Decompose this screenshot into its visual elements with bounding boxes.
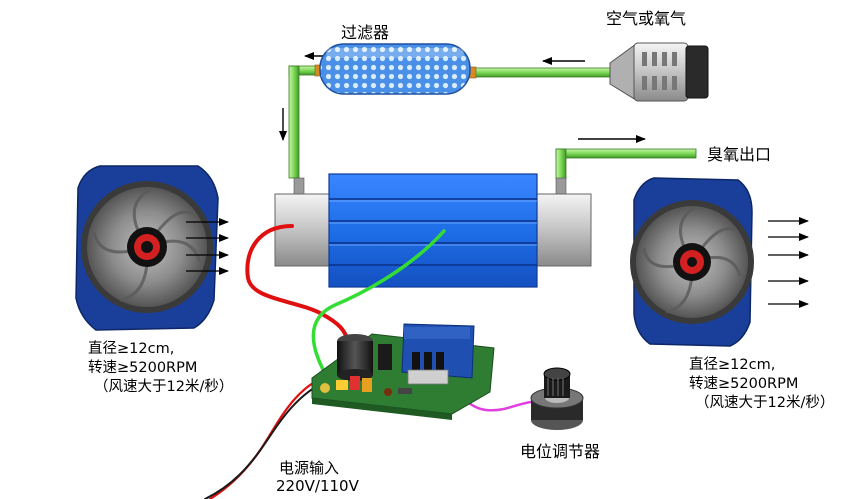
air-filter xyxy=(319,43,471,95)
flow-arrows xyxy=(279,52,646,143)
potentiometer-label: 电位调节器 xyxy=(520,442,601,461)
right-fan-spec: 直径≥12cm, 转速≥5200RPM （风速大于12米/秒） xyxy=(689,356,834,413)
ozone-generator-tube xyxy=(274,173,592,288)
left-fan-spec-speed: 转速≥5200RPM xyxy=(88,360,198,376)
left-fan-spec: 直径≥12cm, 转速≥5200RPM （风速大于12米/秒） xyxy=(88,340,233,397)
potentiometer-device xyxy=(530,367,584,430)
air-input-label: 空气或氧气 xyxy=(606,9,687,28)
right-fan-spec-wind: （风速大于12米/秒） xyxy=(695,395,835,411)
power-voltage-label: 220V/110V xyxy=(276,477,359,495)
left-fan-spec-diameter: 直径≥12cm, xyxy=(88,341,175,357)
left-fan-spec-wind: （风速大于12米/秒） xyxy=(94,379,234,395)
ozone-output-label: 臭氧出口 xyxy=(707,145,772,164)
right-fan-spec-speed: 转速≥5200RPM xyxy=(689,376,799,392)
right-cooling-fan xyxy=(630,177,754,347)
left-fan-airflow-arrows xyxy=(186,218,229,275)
driver-circuit-board xyxy=(311,323,495,420)
filter-label: 过滤器 xyxy=(341,23,390,42)
right-fan-airflow-arrows xyxy=(768,217,809,308)
power-input-label: 电源输入 xyxy=(279,459,340,477)
ozone-output-tubing xyxy=(555,148,697,180)
air-source-unit xyxy=(609,42,709,102)
left-cooling-fan xyxy=(75,165,219,331)
right-fan-spec-diameter: 直径≥12cm, xyxy=(689,357,776,373)
